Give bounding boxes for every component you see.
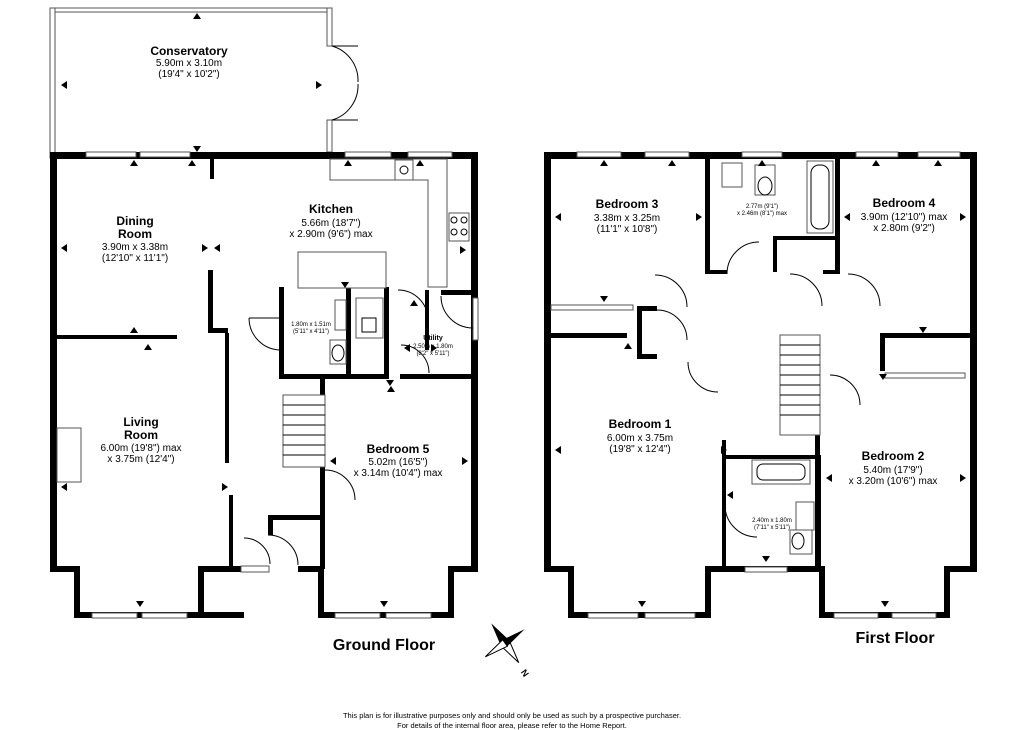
disclaimer-line1: This plan is for illustrative purposes o… xyxy=(343,711,681,720)
room-dimensions: 2.40m x 1.80m xyxy=(752,518,792,524)
room-conservatory: Conservatory 5.90m x 3.10m (19'4" x 10'2… xyxy=(150,44,228,80)
room-dimensions: 3.38m x 3.25m xyxy=(594,213,660,224)
room-dimensions-max: x 2.90m (9'6") max xyxy=(289,229,372,240)
ground-floor-plan: Conservatory 5.90m x 3.10m (19'4" x 10'2… xyxy=(49,7,479,654)
room-kitchen: Kitchen 5.66m (18'7") x 2.90m (9'6") max xyxy=(289,202,372,240)
room-dimensions: 3.90m x 3.38m xyxy=(102,242,168,253)
room-name: Bedroom 1 xyxy=(609,417,672,431)
room-dimensions-imperial: (11'1" x 10'8") xyxy=(597,224,658,235)
room-dimensions: 5.90m x 3.10m xyxy=(156,58,222,69)
ground-windows xyxy=(85,151,479,619)
room-bedroom1: Bedroom 1 6.00m x 3.75m (19'8" x 12'4") xyxy=(607,417,673,455)
room-dimensions-imperial: x 3.75m (12'4") xyxy=(107,454,174,465)
conservatory-frame xyxy=(49,7,359,159)
room-name: Dining xyxy=(116,214,153,228)
room-dimensions: 3.90m (12'10") max xyxy=(861,212,948,223)
room-dimensions: 1.80m x 1.51m xyxy=(291,322,331,328)
room-dimensions-imperial: (5'11" x 4'11") xyxy=(293,329,329,335)
ground-arrows xyxy=(61,13,468,607)
first-windows xyxy=(576,151,961,619)
room-dimensions-imperial: x 2.80m (9'2") xyxy=(873,223,935,234)
first-floor-label: First Floor xyxy=(855,630,934,647)
ground-floor-label: Ground Floor xyxy=(333,637,435,654)
room-name: Living xyxy=(123,415,158,429)
room-name: Kitchen xyxy=(309,202,353,216)
room-name: Bedroom 5 xyxy=(367,442,430,456)
room-dimensions-max: x 3.14m (10'4") max xyxy=(354,468,443,479)
room-bedroom4: Bedroom 4 3.90m (12'10") max x 2.80m (9'… xyxy=(861,196,948,234)
room-name-line2: Room xyxy=(118,227,152,241)
room-name-line2: Room xyxy=(124,428,158,442)
room-dimensions-imperial: (7'11" x 5'11") xyxy=(754,525,790,531)
room-dining: Dining Room 3.90m x 3.38m (12'10" x 11'1… xyxy=(102,214,168,264)
room-dimensions-imperial: (12'10" x 11'1") xyxy=(102,253,168,264)
room-bedroom3: Bedroom 3 3.38m x 3.25m (11'1" x 10'8") xyxy=(594,197,660,235)
room-bedroom2: Bedroom 2 5.40m (17'9") x 3.20m (10'6") … xyxy=(849,449,938,487)
room-dimensions-imperial: (19'4" x 10'2") xyxy=(158,69,220,80)
room-name: Bedroom 4 xyxy=(873,196,936,210)
room-dimensions: 5.40m (17'9") xyxy=(863,465,922,476)
room-bedroom5: Bedroom 5 5.02m (16'5") x 3.14m (10'4") … xyxy=(354,442,443,479)
room-dimensions: 6.00m (19'8") max xyxy=(100,443,181,454)
room-dimensions-imperial: (8'2" x 5'11") xyxy=(416,351,449,357)
room-dimensions: 5.02m (16'5") xyxy=(368,457,427,468)
room-name: Conservatory xyxy=(150,44,228,58)
disclaimer-line2: For details of the internal floor area, … xyxy=(397,721,627,730)
first-arrows xyxy=(555,160,966,607)
room-name: Bedroom 3 xyxy=(596,197,659,211)
first-floor-plan: Bedroom 3 3.38m x 3.25m (11'1" x 10'8") … xyxy=(544,151,977,647)
room-ensuite: 2.40m x 1.80m (7'11" x 5'11") xyxy=(752,518,792,531)
compass-north-label: N xyxy=(519,668,531,679)
room-name: Utility xyxy=(423,335,443,342)
room-dimensions: 5.66m (18'7") xyxy=(301,218,360,229)
room-dimensions: 6.00m x 3.75m xyxy=(607,433,673,444)
ground-interior-walls xyxy=(57,159,478,569)
room-living: Living Room 6.00m (19'8") max x 3.75m (1… xyxy=(100,415,181,465)
room-name: Bedroom 2 xyxy=(862,449,925,463)
first-fixtures xyxy=(550,160,966,555)
compass-icon: N xyxy=(484,623,531,679)
room-dimensions: 2.77m (9'1") xyxy=(746,204,778,210)
room-dimensions-max: x 3.20m (10'6") max xyxy=(849,476,938,487)
room-dimensions: 2.50m x 1.80m xyxy=(413,344,453,350)
room-dimensions-max: x 2.46m (8'1") max xyxy=(737,211,787,217)
room-wc: 1.80m x 1.51m (5'11" x 4'11") xyxy=(291,322,331,335)
room-dimensions-imperial: (19'8" x 12'4") xyxy=(609,444,671,455)
room-utility: Utility 2.50m x 1.80m (8'2" x 5'11") xyxy=(413,335,453,357)
room-bathroom: 2.77m (9'1") x 2.46m (8'1") max xyxy=(737,204,787,217)
